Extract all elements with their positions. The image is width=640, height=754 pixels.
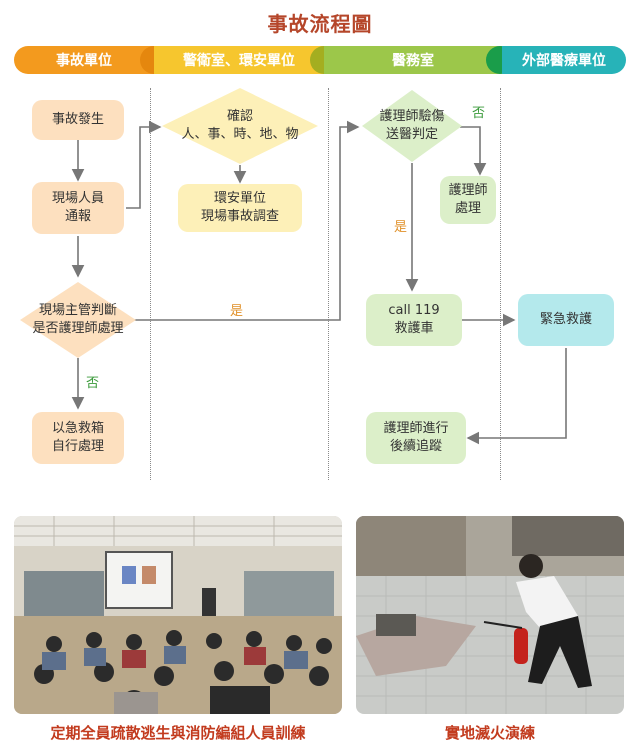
lane-security: 警衛室、環安單位 (154, 46, 324, 74)
lane-divider (500, 88, 501, 480)
photo-evacuation-training (14, 516, 342, 714)
decision-nurse-shape (362, 90, 462, 162)
node-accident-occurs: 事故發生 (32, 100, 124, 140)
lane-accident-unit: 事故單位 (14, 46, 154, 74)
node-call-ambulance: call 119 救護車 (366, 294, 462, 346)
decision-judge-shape (20, 282, 136, 358)
node-on-site-report: 現場人員 通報 (32, 182, 124, 234)
lane-medical: 醫務室 (324, 46, 502, 74)
label-no-nurse: 否 (472, 106, 486, 121)
lane-divider (328, 88, 329, 480)
node-confirm-details: 確認 人、事、時、地、物 (181, 109, 299, 142)
lane-external-medical: 外部醫療單位 (502, 46, 626, 74)
decision-confirm-shape (162, 88, 318, 164)
flow-connectors (20, 88, 567, 445)
label-yes-judge: 是 (230, 304, 244, 319)
node-first-aid-kit: 以急救箱 自行處理 (32, 412, 124, 464)
page-title: 事故流程圖 (267, 12, 373, 36)
node-emergency-rescue: 緊急救護 (518, 294, 614, 346)
caption-fire-drill: 實地滅火演練 (444, 724, 535, 742)
node-nurse-treatment: 護理師 處理 (440, 176, 496, 224)
node-supervisor-judge: 現場主管判斷 是否護理師處理 (32, 303, 124, 336)
node-nurse-assessment: 護理師驗傷 送醫判定 (379, 109, 445, 142)
node-nurse-followup: 護理師進行 後續追蹤 (366, 412, 466, 464)
label-yes-nurse: 是 (394, 220, 408, 235)
lane-divider (150, 88, 151, 480)
caption-evacuation-training: 定期全員疏散逃生與消防編組人員訓練 (50, 724, 306, 742)
swimlane-header: 事故單位 警衛室、環安單位 醫務室 外部醫療單位 (14, 46, 626, 74)
photo-fire-drill (356, 516, 624, 714)
label-no-judge: 否 (86, 376, 100, 391)
node-ehs-investigation: 環安單位 現場事故調查 (178, 184, 302, 232)
